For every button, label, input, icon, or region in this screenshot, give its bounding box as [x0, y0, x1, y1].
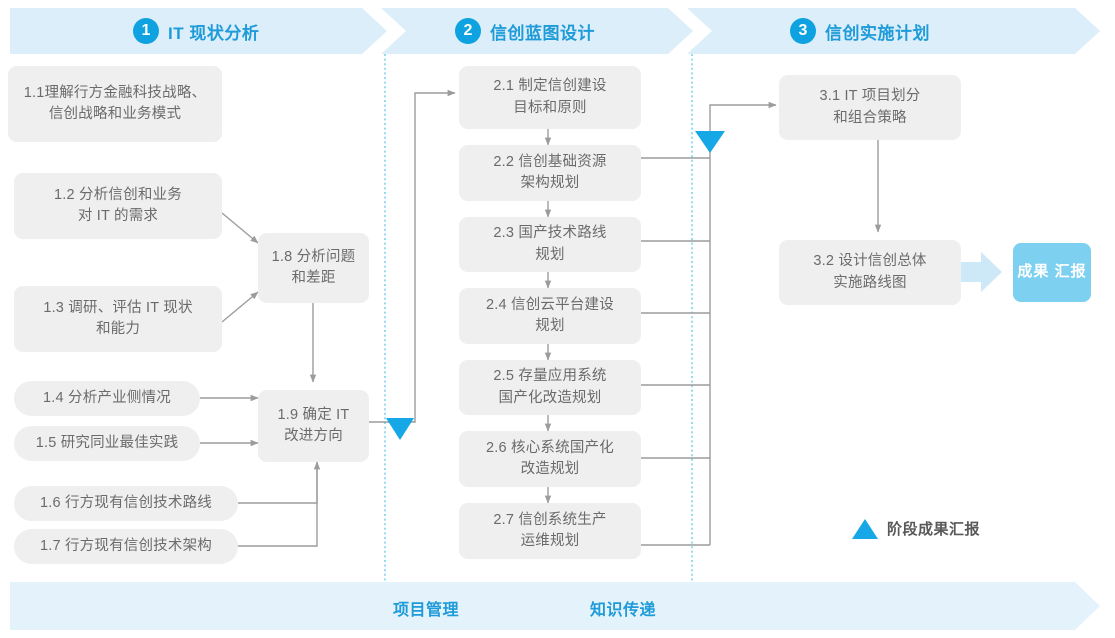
box-2-1[interactable]: 2.1 制定信创建设 目标和原则 — [459, 66, 641, 129]
box-2-7-text: 2.7 信创系统生产 运维规划 — [493, 511, 607, 549]
box-1-2[interactable]: 1.2 分析信创和业务 对 IT 的需求 — [14, 173, 222, 239]
box-1-5-text: 1.5 研究同业最佳实践 — [35, 434, 179, 451]
box-2-1-text: 2.1 制定信创建设 目标和原则 — [493, 78, 607, 116]
box-1-7[interactable]: 1.7 行方现有信创技术架构 — [14, 529, 238, 564]
bottom-label-project-management[interactable]: 项目管理 — [393, 602, 460, 619]
wire-1-3-to-1-8 — [221, 291, 259, 323]
box-1-9[interactable]: 1.9 确定 IT 改进方向 — [258, 390, 369, 462]
box-1-9-text: 1.9 确定 IT 改进方向 — [277, 406, 350, 444]
box-3-1-text: 3.1 IT 项目划分 和组合策略 — [819, 88, 921, 126]
box-2-3-text: 2.3 国产技术路线 规划 — [493, 225, 607, 263]
phase-label-1: IT 现状分析 — [168, 23, 260, 43]
box-2-6-text: 2.6 核心系统国产化 改造规划 — [486, 439, 614, 477]
box-2-7[interactable]: 2.7 信创系统生产 运维规划 — [459, 503, 641, 559]
phase-number-2: 2 — [455, 18, 481, 44]
phase-header-1[interactable]: 1 IT 现状分析 — [133, 8, 259, 54]
phase-number-1: 1 — [133, 18, 159, 44]
legend: 阶段成果汇报 — [852, 518, 980, 539]
bottom-label-knowledge-transfer[interactable]: 知识传递 — [590, 602, 657, 619]
wire-1-7-to-1-9 — [238, 462, 318, 547]
milestone-triangle-phase1 — [386, 418, 414, 440]
box-1-4[interactable]: 1.4 分析产业侧情况 — [14, 381, 200, 416]
box-3-2-text: 3.2 设计信创总体 实施路线图 — [813, 253, 927, 291]
milestone-triangle-phase2 — [695, 131, 725, 153]
box-1-2-text: 1.2 分析信创和业务 对 IT 的需求 — [54, 186, 182, 224]
box-1-4-text: 1.4 分析产业侧情况 — [43, 389, 171, 406]
phase-header-2[interactable]: 2 信创蓝图设计 — [455, 8, 595, 54]
box-1-1[interactable]: 1.1理解行方金融科技战略、 信创战略和业务模式 — [8, 66, 222, 142]
box-3-1[interactable]: 3.1 IT 项目划分 和组合策略 — [779, 75, 961, 140]
box-1-8[interactable]: 1.8 分析问题 和差距 — [258, 233, 369, 303]
box-3-2[interactable]: 3.2 设计信创总体 实施路线图 — [779, 240, 961, 305]
phase-number-3: 3 — [790, 18, 816, 44]
result-badge[interactable]: 成果 汇报 — [1013, 243, 1091, 302]
phase-header-3[interactable]: 3 信创实施计划 — [790, 8, 930, 54]
box-1-3[interactable]: 1.3 调研、评估 IT 现状 和能力 — [14, 286, 222, 352]
box-2-3[interactable]: 2.3 国产技术路线 规划 — [459, 217, 641, 272]
legend-label: 阶段成果汇报 — [887, 521, 981, 538]
result-badge-text: 成果 汇报 — [1017, 263, 1087, 281]
box-2-5-text: 2.5 存量应用系统 国产化改造规划 — [493, 368, 607, 406]
box-1-1-text: 1.1理解行方金融科技战略、 信创战略和业务模式 — [23, 84, 207, 122]
box-2-2-text: 2.2 信创基础资源 架构规划 — [493, 153, 607, 191]
phase-banner-bottom — [0, 582, 1115, 630]
wire-bus-to-3-1 — [709, 101, 777, 122]
box-1-6[interactable]: 1.6 行方现有信创技术路线 — [14, 486, 238, 521]
box-2-2[interactable]: 2.2 信创基础资源 架构规划 — [459, 145, 641, 201]
wire-1-2-to-1-8 — [221, 212, 259, 244]
box-2-4[interactable]: 2.4 信创云平台建设 规划 — [459, 288, 641, 344]
box-2-4-text: 2.4 信创云平台建设 规划 — [486, 296, 614, 334]
box-2-5[interactable]: 2.5 存量应用系统 国产化改造规划 — [459, 360, 641, 415]
box-2-6[interactable]: 2.6 核心系统国产化 改造规划 — [459, 431, 641, 487]
milestone-triangle-icon — [852, 518, 878, 539]
box-1-8-text: 1.8 分析问题 和差距 — [271, 248, 356, 286]
phase-banner-top — [0, 8, 1115, 54]
box-1-5[interactable]: 1.5 研究同业最佳实践 — [14, 426, 200, 461]
wire-1-9-to-2-1 — [369, 89, 456, 423]
phase-label-3: 信创实施计划 — [825, 23, 930, 43]
wire-1-6-to-1-9 — [238, 461, 321, 504]
box-1-6-text: 1.6 行方现有信创技术路线 — [40, 494, 212, 511]
phase-label-2: 信创蓝图设计 — [490, 23, 595, 43]
box-1-3-text: 1.3 调研、评估 IT 现状 和能力 — [43, 299, 193, 337]
box-1-7-text: 1.7 行方现有信创技术架构 — [40, 537, 212, 554]
